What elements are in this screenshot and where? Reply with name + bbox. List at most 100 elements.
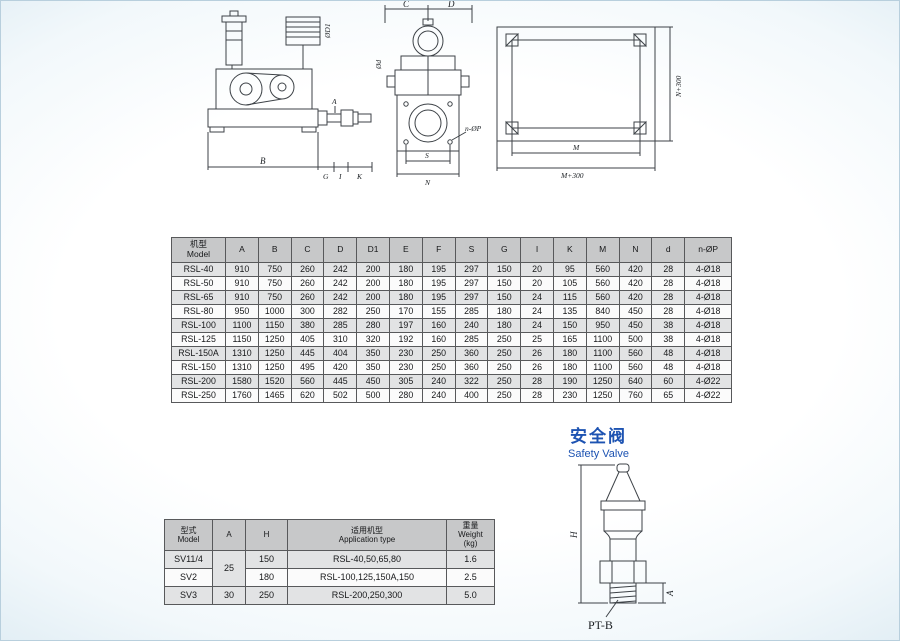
header-cell: A xyxy=(225,237,259,263)
dimension-h xyxy=(578,465,615,603)
cell: 60 xyxy=(651,373,686,389)
safety-valve-title-cn: 安全阀 xyxy=(570,427,627,446)
header-cell: 型式 Model xyxy=(164,519,213,551)
cell: 4-Ø22 xyxy=(684,373,733,389)
cell: 150 xyxy=(552,317,587,333)
header-cell: K xyxy=(552,237,587,263)
cell: 180 xyxy=(388,289,423,305)
header-cell: A xyxy=(212,519,246,551)
cell: 4-Ø18 xyxy=(684,331,733,347)
dim-label-a: A xyxy=(665,590,675,597)
header-cell: H xyxy=(245,519,288,551)
dim-label-g: G xyxy=(323,172,329,181)
header-cell: G xyxy=(487,237,522,263)
cell: 20 xyxy=(520,261,554,277)
cell: 200 xyxy=(356,289,390,305)
header-cell: B xyxy=(257,237,292,263)
cell: 150 xyxy=(487,289,522,305)
header-cell: D xyxy=(323,237,358,263)
header-cell: 重量 Weight (kg) xyxy=(446,519,495,551)
header-cell: E xyxy=(388,237,423,263)
cell: 310 xyxy=(323,331,358,347)
cell: 180 xyxy=(552,345,587,361)
cell: 450 xyxy=(356,373,390,389)
cell: 48 xyxy=(651,359,686,375)
dim-label-h: H xyxy=(569,531,579,539)
cell: 1520 xyxy=(257,373,292,389)
cell: 4-Ø18 xyxy=(684,275,733,291)
cell: RSL-40 xyxy=(171,261,226,277)
dim-label-m300: M+300 xyxy=(560,171,584,180)
cell: 190 xyxy=(552,373,587,389)
cell: 502 xyxy=(323,387,358,403)
outlet-box-front xyxy=(397,95,466,151)
dim-label-n300: N+300 xyxy=(674,75,683,98)
base-plate-outline xyxy=(497,27,655,141)
cell: 280 xyxy=(356,317,390,333)
cell: 30 xyxy=(212,585,246,605)
cell: 5.0 xyxy=(446,585,495,605)
cell: 242 xyxy=(323,261,358,277)
cell: 48 xyxy=(651,345,686,361)
cell: 95 xyxy=(552,261,587,277)
cell: 250 xyxy=(356,303,390,319)
cell: RSL-125 xyxy=(171,331,226,347)
base-plate-inner xyxy=(512,40,640,128)
cell: 1150 xyxy=(225,331,259,347)
cell: 500 xyxy=(356,387,390,403)
safety-valve-drawing: H A PT-B xyxy=(569,459,675,632)
dimension-s-n xyxy=(397,145,459,177)
cell: 640 xyxy=(618,373,653,389)
thread-leader-line xyxy=(606,600,618,617)
cell: SV3 xyxy=(164,585,213,605)
header-cell: I xyxy=(520,237,554,263)
cell: 4-Ø18 xyxy=(684,317,733,333)
dim-label-nop: n-ØP xyxy=(465,124,482,133)
cell: 28 xyxy=(651,289,686,305)
cell: RSL-50 xyxy=(171,275,226,291)
cell: 24 xyxy=(520,303,554,319)
cell: 180 xyxy=(487,303,522,319)
header-cell: 机型 Model xyxy=(171,237,226,263)
cell: 180 xyxy=(388,261,423,277)
cell: 160 xyxy=(421,331,456,347)
dim-label-i: I xyxy=(338,172,342,181)
cell: 242 xyxy=(323,289,358,305)
cell: 560 xyxy=(290,373,325,389)
cell: 28 xyxy=(651,261,686,277)
cell: 950 xyxy=(585,317,620,333)
cell: 280 xyxy=(388,387,423,403)
blower-side-view-drawing: ØD1 A B xyxy=(194,7,379,181)
cell: 250 xyxy=(487,359,522,375)
valve-cap xyxy=(601,464,645,510)
cell: 200 xyxy=(356,261,390,277)
cell: SV11/4 xyxy=(164,549,213,569)
cell: 1580 xyxy=(225,373,259,389)
dim-label-c: C xyxy=(403,0,410,9)
cell: 1.6 xyxy=(446,549,495,569)
cell: 1100 xyxy=(225,317,259,333)
cell: 4-Ø22 xyxy=(684,387,733,403)
header-cell: M xyxy=(585,237,620,263)
cell: RSL-100,125,150A,150 xyxy=(287,567,447,587)
cell: 250 xyxy=(421,345,456,361)
cell: 4-Ø18 xyxy=(684,345,733,361)
cell: 495 xyxy=(290,359,325,375)
cell: 250 xyxy=(487,345,522,361)
valve-body xyxy=(604,510,642,561)
horizontal-silencer xyxy=(286,17,320,69)
cell: 165 xyxy=(552,331,587,347)
cell: 240 xyxy=(421,387,456,403)
cell: 404 xyxy=(323,345,358,361)
cell: 65 xyxy=(651,387,686,403)
cell: 285 xyxy=(323,317,358,333)
cell: 1760 xyxy=(225,387,259,403)
safety-valve-title-en: Safety Valve xyxy=(568,448,629,460)
